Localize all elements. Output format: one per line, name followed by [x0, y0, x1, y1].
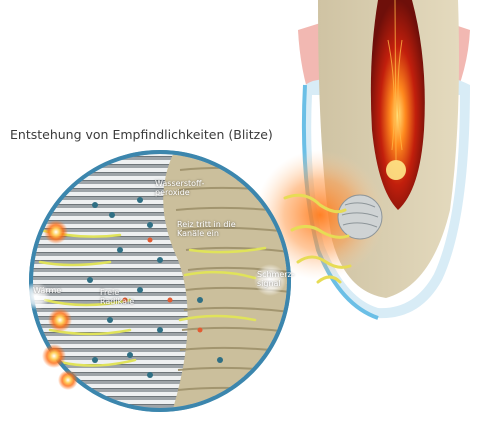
label-line: Radikale [100, 297, 134, 306]
label-line: Schmerz- [257, 270, 295, 279]
label-line: Kanäle ein [177, 229, 236, 238]
label-line: Freie [100, 288, 134, 297]
label-line: Reiz tritt in die [177, 220, 236, 229]
label-schmerzsignal: Schmerz- signal [257, 270, 295, 288]
label-waerme: Wärme [33, 286, 61, 295]
label-line: peroxide [155, 188, 204, 197]
label-line: signal [257, 279, 295, 288]
label-freie-radikale: Freie Radikale [100, 288, 134, 306]
label-line: Wasserstoff- [155, 179, 204, 188]
label-wasserstoffperoxide: Wasserstoff- peroxide [155, 179, 204, 197]
diagram-title: Entstehung von Empfindlichkeiten (Blitze… [10, 127, 273, 142]
label-reiz: Reiz tritt in die Kanäle ein [177, 220, 236, 238]
lesion-sphere [338, 195, 382, 239]
